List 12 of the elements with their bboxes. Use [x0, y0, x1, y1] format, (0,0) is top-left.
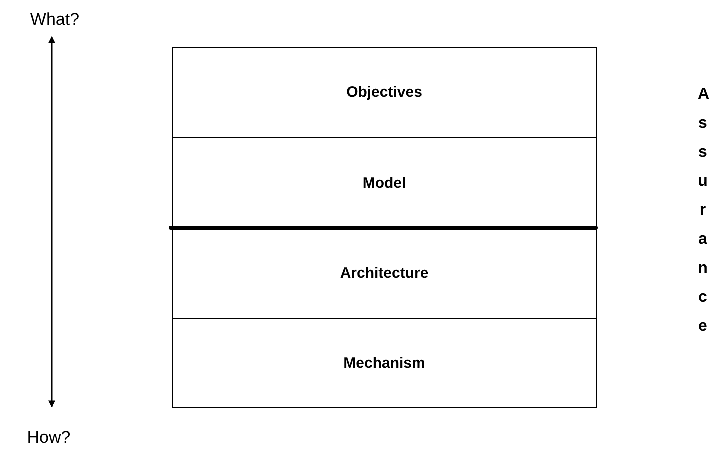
axis-label: What?	[30, 10, 80, 30]
layer-box	[172, 318, 597, 408]
layer-label: Architecture	[340, 265, 429, 282]
layer-box	[172, 137, 597, 229]
layer-label: Model	[362, 174, 406, 192]
layer-box	[172, 47, 597, 138]
layer-label: Objectives	[346, 84, 422, 101]
double-arrow	[48, 36, 56, 408]
layer-label: Mechanism	[344, 354, 426, 372]
vertical-label: Assurance	[698, 85, 708, 337]
axis-label: How?	[27, 428, 71, 448]
layer-box	[172, 228, 597, 319]
